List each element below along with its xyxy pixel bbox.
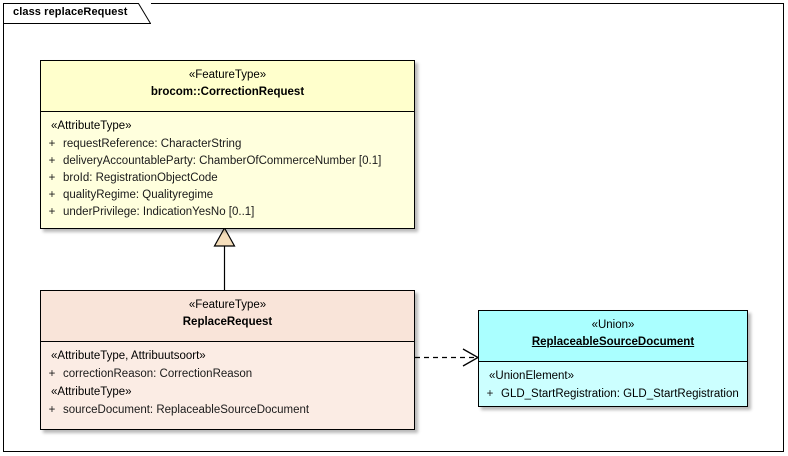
visibility-marker: + <box>48 189 56 201</box>
attribute-row[interactable]: + deliveryAccountableParty: ChamberOfCom… <box>41 153 414 170</box>
class-stereotype: «Union» <box>591 319 635 331</box>
class-stereotype: «FeatureType» <box>188 69 267 81</box>
attribute-row[interactable]: + GLD_StartRegistration: GLD_StartRegist… <box>479 386 747 403</box>
attributes-compartment: «AttributeType» + requestReference: Char… <box>41 112 414 227</box>
class-stereotype: «FeatureType» <box>188 299 267 311</box>
class-header-replace-request: «FeatureType» ReplaceRequest <box>41 291 414 342</box>
attribute-label: GLD_StartRegistration: GLD_StartRegistra… <box>501 388 739 400</box>
class-name: ReplaceableSourceDocument <box>531 336 695 348</box>
class-name: ReplaceRequest <box>182 316 273 328</box>
dependency-connector[interactable] <box>415 348 480 367</box>
attributes-compartment: «AttributeType, Attribuutsoort» + correc… <box>41 342 414 425</box>
attribute-label: sourceDocument: ReplaceableSourceDocumen… <box>63 404 310 416</box>
attribute-label: deliveryAccountableParty: ChamberOfComme… <box>63 155 382 167</box>
title-tab-shape <box>3 3 151 24</box>
attribute-label: correctionReason: CorrectionReason <box>63 368 253 380</box>
attribute-row[interactable]: + qualityRegime: Qualityregime <box>41 187 414 204</box>
visibility-marker: + <box>48 404 56 416</box>
diagram-title: class replaceRequest <box>13 6 128 18</box>
class-box-replace-request[interactable]: «FeatureType» ReplaceRequest «AttributeT… <box>40 290 415 430</box>
attributes-compartment: «UnionElement» + GLD_StartRegistration: … <box>479 362 747 409</box>
generalization-connector[interactable] <box>213 226 236 290</box>
visibility-marker: + <box>48 368 56 380</box>
attribute-row[interactable]: + correctionReason: CorrectionReason <box>41 366 414 383</box>
attribute-row[interactable]: + requestReference: CharacterString <box>41 136 414 153</box>
compartment-stereotype: «AttributeType, Attribuutsoort» <box>51 350 206 362</box>
attribute-label: broId: RegistrationObjectCode <box>63 172 218 184</box>
class-box-replaceable-source-document[interactable]: «Union» ReplaceableSourceDocument «Union… <box>478 310 748 407</box>
compartment-stereotype: «AttributeType» <box>51 386 132 398</box>
diagram-title-tab: class replaceRequest <box>3 3 151 24</box>
attribute-label: qualityRegime: Qualityregime <box>63 189 214 201</box>
attribute-row[interactable]: + underPrivilege: IndicationYesNo [0..1] <box>41 204 414 221</box>
class-box-correction-request[interactable]: «FeatureType» brocom::CorrectionRequest … <box>40 60 415 229</box>
visibility-marker: + <box>48 138 56 150</box>
attribute-row[interactable]: + broId: RegistrationObjectCode <box>41 170 414 187</box>
class-header-correction-request: «FeatureType» brocom::CorrectionRequest <box>41 61 414 112</box>
visibility-marker: + <box>48 172 56 184</box>
compartment-stereotype: «AttributeType» <box>51 120 132 132</box>
class-header-replaceable-source-document: «Union» ReplaceableSourceDocument <box>479 311 747 362</box>
visibility-marker: + <box>48 155 56 167</box>
class-name: brocom::CorrectionRequest <box>150 86 305 98</box>
compartment-stereotype: «UnionElement» <box>489 370 575 382</box>
attribute-row[interactable]: + sourceDocument: ReplaceableSourceDocum… <box>41 402 414 419</box>
attribute-label: requestReference: CharacterString <box>63 138 242 150</box>
visibility-marker: + <box>48 206 56 218</box>
attribute-label: underPrivilege: IndicationYesNo [0..1] <box>63 206 255 218</box>
visibility-marker: + <box>486 388 494 400</box>
